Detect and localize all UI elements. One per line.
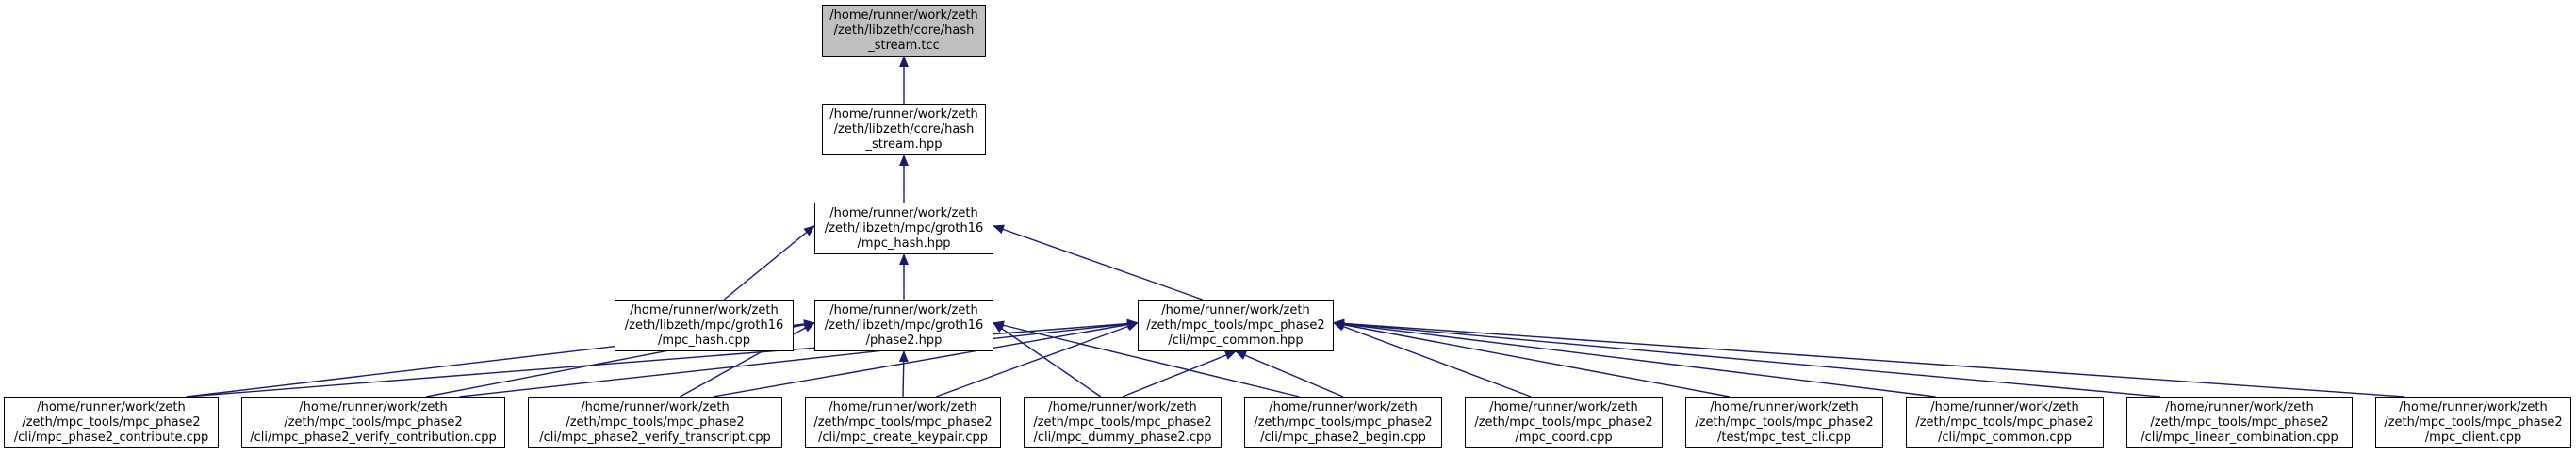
node-label-line: /home/runner/work/zeth — [829, 8, 978, 23]
node-label-line: /home/runner/work/zeth — [37, 399, 186, 414]
node-mpc-hash-cpp[interactable]: /home/runner/work/zeth /zeth/libzeth/mpc… — [615, 300, 794, 351]
node-hash-stream-hpp[interactable]: /home/runner/work/zeth /zeth/libzeth/cor… — [822, 104, 986, 155]
node-label-line: /cli/mpc_common.cpp — [1937, 430, 2073, 445]
node-label-line: /zeth/libzeth/mpc/groth16 — [824, 317, 984, 333]
node-label-line: _stream.tcc — [868, 38, 940, 53]
edge-linear_combination_cpp-to-mpc_common_hpp — [1333, 318, 2161, 398]
node-label-line: /zeth/mpc_tools/mpc_phase2 — [1915, 414, 2094, 430]
node-label-line: /zeth/mpc_tools/mpc_phase2 — [2150, 414, 2329, 430]
node-label-line: /cli/mpc_create_keypair.cpp — [818, 430, 988, 445]
node-mpc-dummy-phase2-cpp[interactable]: /home/runner/work/zeth /zeth/mpc_tools/m… — [1024, 397, 1222, 448]
node-mpc-common-cpp[interactable]: /home/runner/work/zeth /zeth/mpc_tools/m… — [1906, 397, 2104, 448]
node-mpc-common-hpp[interactable]: /home/runner/work/zeth /zeth/mpc_tools/m… — [1138, 300, 1334, 351]
node-label-line: /cli/mpc_phase2_contribute.cpp — [13, 430, 209, 445]
edge-mpc_client_cpp-to-mpc_common_hpp — [1333, 318, 2405, 398]
node-label-line: /zeth/libzeth/core/hash — [833, 23, 975, 38]
node-label-line: /cli/mpc_dummy_phase2.cpp — [1033, 430, 1212, 445]
node-label-line: /home/runner/work/zeth — [2165, 399, 2314, 414]
node-label-line: /cli/mpc_linear_combination.cpp — [2141, 430, 2338, 445]
node-label-line: /home/runner/work/zeth — [829, 302, 978, 317]
node-label-line: /home/runner/work/zeth — [1161, 302, 1310, 317]
node-label-line: /home/runner/work/zeth — [1269, 399, 1418, 414]
node-label-line: _stream.hpp — [865, 137, 943, 152]
node-label-line: /home/runner/work/zeth — [1930, 399, 2079, 414]
node-label-line: /home/runner/work/zeth — [1048, 399, 1197, 414]
node-mpc-phase2-begin-cpp[interactable]: /home/runner/work/zeth /zeth/mpc_tools/m… — [1244, 397, 1442, 448]
node-label-line: /home/runner/work/zeth — [1710, 399, 1859, 414]
node-label-line: /zeth/mpc_tools/mpc_phase2 — [1474, 414, 1653, 430]
node-mpc-linear-combination-cpp[interactable]: /home/runner/work/zeth /zeth/mpc_tools/m… — [2126, 397, 2353, 448]
node-label-line: /zeth/mpc_tools/mpc_phase2 — [1033, 414, 1212, 430]
node-label-line: /home/runner/work/zeth — [630, 302, 779, 317]
node-label-line: /home/runner/work/zeth — [1489, 399, 1638, 414]
node-mpc-phase2-verify-contribution-cpp[interactable]: /home/runner/work/zeth /zeth/mpc_tools/m… — [241, 397, 505, 448]
edge-mpc_test_cli_cpp-to-mpc_common_hpp — [1333, 319, 1730, 398]
edge-verify_contribution_cpp-to-mpc_common_hpp — [459, 318, 1139, 398]
node-mpc-phase2-verify-transcript-cpp[interactable]: /home/runner/work/zeth /zeth/mpc_tools/m… — [528, 397, 782, 448]
node-label-line: /zeth/mpc_tools/mpc_phase2 — [1146, 317, 1325, 333]
node-mpc-phase2-contribute-cpp[interactable]: /home/runner/work/zeth /zeth/mpc_tools/m… — [4, 397, 219, 448]
node-label-line: /zeth/mpc_tools/mpc_phase2 — [1695, 414, 1874, 430]
node-label-line: /mpc_client.cpp — [2424, 430, 2522, 445]
node-label-line: /cli/mpc_phase2_begin.cpp — [1260, 430, 1426, 445]
edge-dummy_phase2_cpp-to-mpc_common_hpp — [1122, 350, 1237, 398]
edge-create_keypair_cpp-to-mpc_common_hpp — [936, 321, 1139, 398]
node-label-line: /home/runner/work/zeth — [581, 399, 730, 414]
edge-mpc_common_cpp-to-mpc_common_hpp — [1333, 319, 1936, 398]
edge-phase2_begin_cpp-to-mpc_common_hpp — [1235, 350, 1344, 398]
node-label-line: /zeth/mpc_tools/mpc_phase2 — [284, 414, 463, 430]
node-label-line: /zeth/mpc_tools/mpc_phase2 — [813, 414, 993, 430]
node-label-line: /zeth/libzeth/mpc/groth16 — [624, 317, 784, 333]
node-label-line: /home/runner/work/zeth — [829, 399, 977, 414]
node-label-line: /home/runner/work/zeth — [829, 106, 978, 122]
edge-verify_transcript_cpp-to-mpc_common_hpp — [713, 319, 1139, 398]
edge-mpc_common_hpp-to-mpc_hash_hpp — [993, 224, 1204, 301]
node-label-line: /zeth/libzeth/core/hash — [833, 122, 975, 137]
edge-create_keypair_cpp-to-phase2_hpp — [898, 350, 909, 398]
node-label-line: /mpc_coord.cpp — [1515, 430, 1613, 445]
node-label-line: /test/mpc_test_cli.cpp — [1717, 430, 1851, 445]
node-label-line: /zeth/libzeth/mpc/groth16 — [824, 220, 984, 236]
node-label-line: /phase2.hpp — [865, 333, 943, 348]
node-mpc-client-cpp[interactable]: /home/runner/work/zeth /zeth/mpc_tools/m… — [2375, 397, 2571, 448]
node-label-line: /cli/mpc_phase2_verify_transcript.cpp — [539, 430, 771, 445]
edge-mpc_hash_cpp-to-mpc_hash_hpp — [723, 225, 815, 301]
node-label-line: /zeth/mpc_tools/mpc_phase2 — [1254, 414, 1433, 430]
node-label-line: /zeth/mpc_tools/mpc_phase2 — [2384, 414, 2563, 430]
node-mpc-create-keypair-cpp[interactable]: /home/runner/work/zeth /zeth/mpc_tools/m… — [805, 397, 1001, 448]
edge-phase2_begin_cpp-to-phase2_hpp — [993, 320, 1300, 398]
node-label-line: /zeth/mpc_tools/mpc_phase2 — [22, 414, 201, 430]
node-phase2-hpp[interactable]: /home/runner/work/zeth /zeth/libzeth/mpc… — [814, 300, 993, 351]
node-mpc-test-cli-cpp[interactable]: /home/runner/work/zeth /zeth/mpc_tools/m… — [1685, 397, 1883, 448]
node-label-line: /mpc_hash.hpp — [857, 236, 951, 251]
node-hash-stream-tcc: /home/runner/work/zeth /zeth/libzeth/cor… — [822, 5, 986, 57]
node-label-line: /mpc_hash.cpp — [658, 333, 750, 348]
node-mpc-coord-cpp[interactable]: /home/runner/work/zeth /zeth/mpc_tools/m… — [1465, 397, 1663, 448]
node-label-line: /home/runner/work/zeth — [299, 399, 448, 414]
node-label-line: /home/runner/work/zeth — [2399, 399, 2548, 414]
node-mpc-hash-hpp[interactable]: /home/runner/work/zeth /zeth/libzeth/mpc… — [814, 203, 993, 254]
node-label-line: /home/runner/work/zeth — [829, 205, 978, 220]
edge-mpc_coord_cpp-to-mpc_common_hpp — [1333, 321, 1532, 398]
node-label-line: /cli/mpc_phase2_verify_contribution.cpp — [250, 430, 497, 445]
node-label-line: /cli/mpc_common.hpp — [1168, 333, 1304, 348]
node-label-line: /zeth/mpc_tools/mpc_phase2 — [566, 414, 745, 430]
edge-dummy_phase2_cpp-to-phase2_hpp — [993, 322, 1102, 398]
